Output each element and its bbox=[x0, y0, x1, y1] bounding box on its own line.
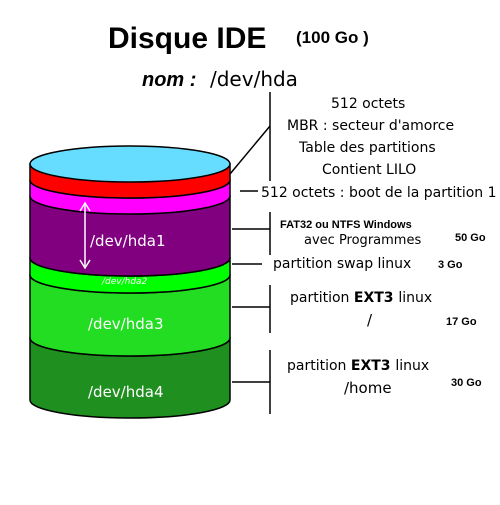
annotation-brackets bbox=[229, 92, 271, 414]
mbr-note-line3: Table des partitions bbox=[298, 140, 436, 156]
hda1-size-arrow bbox=[79, 201, 91, 270]
hda2-size: 3 Go bbox=[438, 259, 463, 271]
label-hda1: /dev/hda1 bbox=[90, 232, 166, 250]
hda3-note-line2: / bbox=[367, 311, 373, 329]
hda1-size: 50 Go bbox=[455, 232, 486, 244]
hda4-note-fs: EXT3 bbox=[351, 358, 396, 374]
hda1-note-line2: avec Programmes bbox=[304, 233, 421, 248]
hda4-note-line1: partition EXT3 linux bbox=[287, 358, 429, 374]
label-hda4: /dev/hda4 bbox=[88, 383, 164, 401]
hda4-note-suffix: linux bbox=[395, 358, 429, 374]
hda4-note-prefix: partition bbox=[287, 358, 346, 374]
label-hda3: /dev/hda3 bbox=[88, 315, 164, 333]
device-name-label: nom : bbox=[142, 69, 196, 91]
hda4-size: 30 Go bbox=[451, 377, 482, 389]
label-hda2: /dev/hda2 bbox=[101, 277, 148, 287]
disk-top-cap bbox=[29, 145, 231, 183]
mbr-note-line4: Contient LILO bbox=[322, 162, 416, 178]
hda2-note: partition swap linux bbox=[273, 256, 411, 272]
device-name-value: /dev/hda bbox=[210, 67, 298, 91]
hda4-note-line2: /home bbox=[344, 379, 392, 397]
mbr-note-line1: 512 octets bbox=[331, 96, 405, 112]
capacity-label: (100 Go ) bbox=[296, 28, 369, 47]
hda3-size: 17 Go bbox=[446, 316, 477, 328]
boot-note: 512 octets : boot de la partition 1 bbox=[261, 185, 497, 201]
hda3-note-line1: partition EXT3 linux bbox=[290, 290, 432, 306]
hda3-note-fs: EXT3 bbox=[354, 290, 399, 306]
partition-hda4-band bbox=[29, 337, 231, 419]
hda1-note-line1: FAT32 ou NTFS Windows bbox=[280, 219, 412, 231]
partition-hda1-band bbox=[29, 195, 231, 277]
diagram-title: Disque IDE bbox=[108, 22, 266, 55]
hda3-note-prefix: partition bbox=[290, 290, 349, 306]
mbr-note-line2: MBR : secteur d'amorce bbox=[287, 118, 454, 134]
hda3-note-suffix: linux bbox=[398, 290, 432, 306]
partition-hda3-band bbox=[29, 274, 231, 357]
